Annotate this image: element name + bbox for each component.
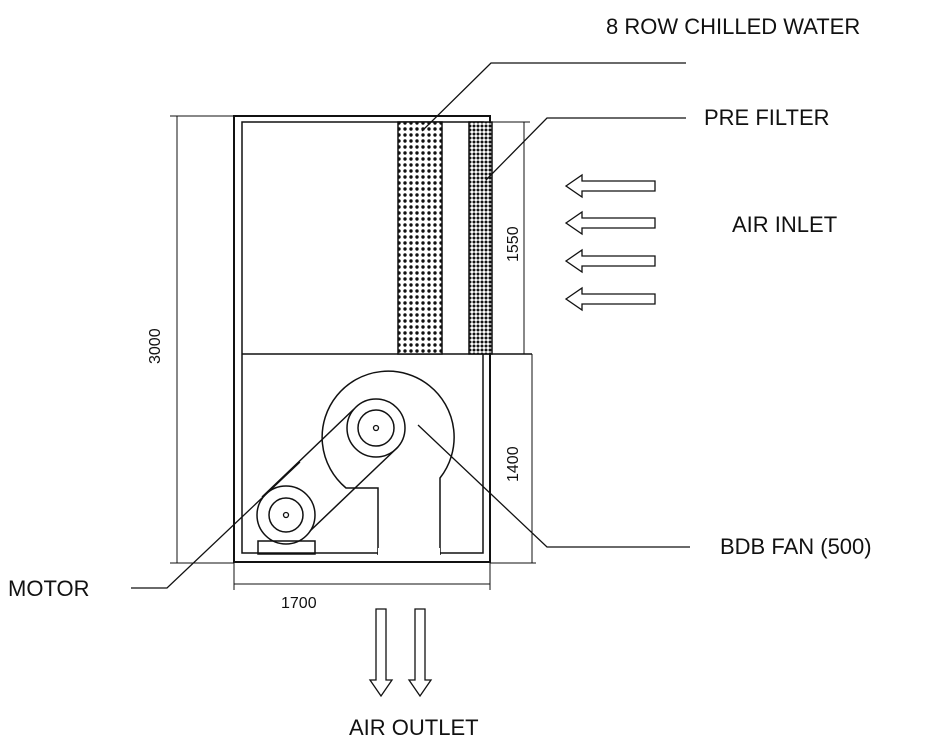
motor-pulley	[256, 485, 316, 545]
dim-height-total: 3000	[147, 328, 164, 364]
chilled-water-coil	[397, 121, 443, 355]
dim-width: 1700	[281, 595, 317, 612]
air-outlet-arrows	[368, 608, 433, 698]
motor-base	[257, 540, 316, 555]
label-air-outlet: AIR OUTLET	[349, 715, 479, 740]
leader-lines	[131, 62, 690, 589]
label-motor: MOTOR	[8, 576, 89, 601]
fan-pulley	[346, 398, 406, 458]
dimension-lines	[170, 115, 536, 590]
air-inlet-arrows	[564, 173, 656, 312]
label-prefilter: PRE FILTER	[704, 105, 830, 130]
drive-belt	[261, 408, 399, 532]
dim-height-upper: 1550	[505, 226, 522, 262]
pre-filter	[468, 121, 493, 355]
outlet-opening	[378, 548, 440, 558]
label-fan: BDB FAN (500)	[720, 534, 872, 559]
dim-height-lower: 1400	[505, 446, 522, 482]
fan-housing	[321, 370, 455, 555]
label-air-inlet: AIR INLET	[732, 212, 837, 237]
label-coil: 8 ROW CHILLED WATER	[606, 14, 860, 39]
